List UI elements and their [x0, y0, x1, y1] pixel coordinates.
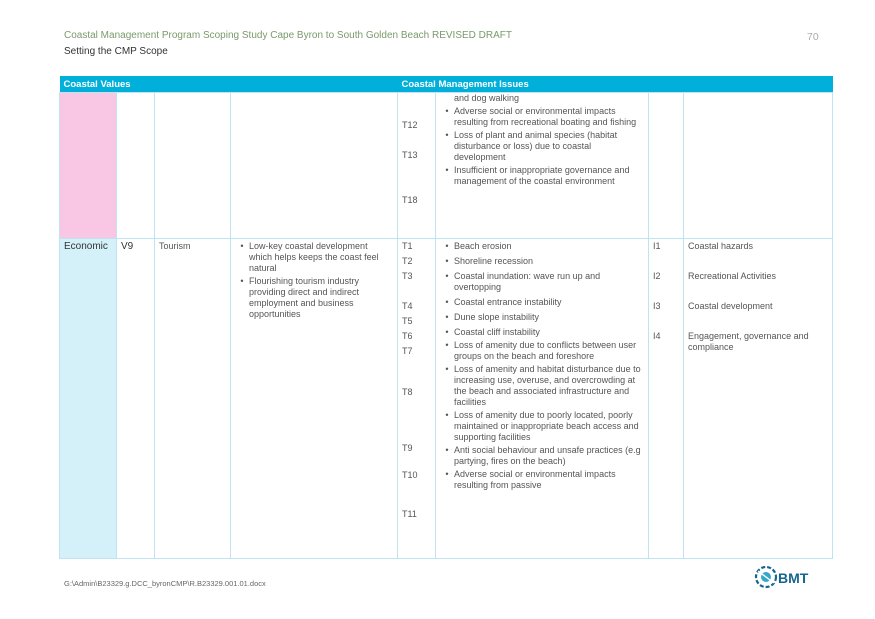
threat-codes-cell: T12 T13 T18	[397, 92, 436, 239]
list-item: Adverse social or environmental impacts …	[454, 106, 637, 127]
list-item: Coastal entrance instability	[454, 297, 562, 307]
threat-code: T7	[402, 346, 413, 356]
threat-code: T9	[402, 443, 413, 453]
col-header-values: Coastal Values	[59, 76, 398, 93]
list-item: Shoreline recession	[454, 256, 534, 266]
table-header-row: Coastal Values Coastal Management Issues	[59, 76, 833, 93]
value-name-cell: Tourism	[154, 238, 231, 559]
list-item: Anti social behaviour and unsafe practic…	[454, 445, 641, 466]
threat-code: T5	[402, 316, 413, 326]
section-title: Setting the CMP Scope	[64, 46, 168, 57]
empty-cell	[230, 92, 398, 239]
value-code: V9	[121, 241, 134, 252]
table-row-economic: Economic V9 Tourism •Low-key coastal dev…	[59, 238, 833, 559]
issue-name: Recreational Activities	[688, 271, 777, 281]
category-label: Economic	[64, 241, 108, 252]
threat-codes-cell: T1 T2 T3 T4 T5 T6 T7 T8 T9 T10 T11	[397, 238, 436, 559]
threat-code: T18	[402, 195, 418, 205]
list-item: Insufficient or inappropriate governance…	[454, 165, 630, 186]
scope-table: Coastal Values Coastal Management Issues…	[59, 76, 833, 559]
list-item: Coastal inundation: wave run up and over…	[454, 271, 601, 292]
value-points-cell: •Low-key coastal development which helps…	[230, 238, 398, 559]
list-item: Loss of plant and animal species (habita…	[454, 130, 618, 162]
category-cell-economic: Economic	[59, 238, 117, 559]
empty-cell	[154, 92, 231, 239]
issue-code: I2	[653, 271, 661, 281]
threat-code: T1	[402, 241, 413, 251]
bmt-globe-icon	[754, 565, 778, 589]
list-item: Loss of amenity due to poorly located, p…	[454, 410, 639, 442]
issue-code: I3	[653, 301, 661, 311]
issue-name: Coastal development	[688, 301, 773, 311]
threat-code: T3	[402, 271, 413, 281]
list-item: Dune slope instability	[454, 312, 540, 322]
threat-code: T11	[402, 509, 417, 519]
list-item: Flourishing tourism industry providing d…	[249, 276, 360, 319]
threat-code: T2	[402, 256, 413, 266]
threat-code: T4	[402, 301, 413, 311]
threat-items-cell: and dog walking •Adverse social or envir…	[435, 92, 649, 239]
threat-items-cell: •Beach erosion •Shoreline recession •Coa…	[435, 238, 649, 559]
logo-text: BMT	[778, 570, 809, 586]
page-number: 70	[807, 31, 819, 43]
issue-code: I1	[653, 241, 661, 251]
list-item: Coastal cliff instability	[454, 327, 540, 337]
list-item: Loss of amenity due to conflicts between…	[454, 340, 637, 361]
file-path: G:\Admin\B23329.g.DCC_byronCMP\R.B23329.…	[64, 579, 266, 588]
list-item: Loss of amenity and habitat disturbance …	[454, 364, 641, 407]
value-code-cell: V9	[116, 238, 155, 559]
empty-cell	[116, 92, 155, 239]
threat-code: T6	[402, 331, 413, 341]
col-header-issues: Coastal Management Issues	[397, 76, 833, 93]
bmt-logo: BMT	[754, 562, 834, 592]
list-item: and dog walking	[454, 93, 520, 103]
category-cell-social	[59, 92, 117, 239]
list-item: Adverse social or environmental impacts …	[454, 469, 616, 490]
list-item: Beach erosion	[454, 241, 512, 251]
value-name: Tourism	[159, 241, 191, 251]
issue-name: Coastal hazards	[688, 241, 754, 251]
table-row-continuation: T12 T13 T18 and dog walking •Adverse soc…	[59, 92, 833, 239]
issue-codes-cell: I1 I2 I3 I4	[648, 238, 684, 559]
issue-name: Engagement, governance and compliance	[688, 331, 809, 352]
issue-code: I4	[653, 331, 661, 341]
threat-code: T13	[402, 150, 418, 160]
empty-cell	[683, 92, 833, 239]
document-title: Coastal Management Program Scoping Study…	[64, 30, 513, 41]
list-item: Low-key coastal development which helps …	[249, 241, 379, 273]
issue-names-cell: Coastal hazards Recreational Activities …	[683, 238, 833, 559]
threat-code: T12	[402, 120, 418, 130]
threat-code: T10	[402, 470, 418, 480]
threat-code: T8	[402, 387, 413, 397]
empty-cell	[648, 92, 684, 239]
